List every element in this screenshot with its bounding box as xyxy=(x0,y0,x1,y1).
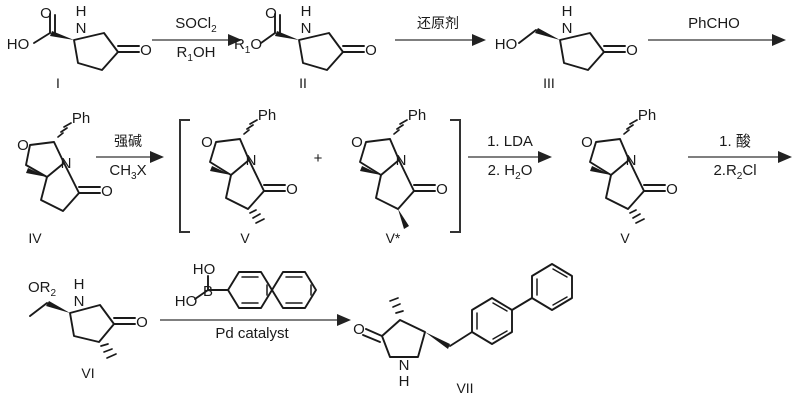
atom-B-boron: B xyxy=(203,283,213,300)
reagent-3-top: PhCHO xyxy=(688,15,740,32)
atom-N-V2: N xyxy=(396,152,407,169)
atom-O-oxazolidine-V2: O xyxy=(351,134,363,151)
reagent-1-top: SOCl2 xyxy=(175,15,217,35)
atom-O-lactam-VII: O xyxy=(353,321,365,338)
atom-H-VI: H xyxy=(74,276,85,293)
atom-N-V3: N xyxy=(626,152,637,169)
reaction-arrow-4: 强碱 CH3X xyxy=(96,134,164,182)
reagent-2-top: 还原剂 xyxy=(417,16,459,32)
atom-HO-I: HO xyxy=(7,36,30,53)
atom-O-carbonyl-II: O xyxy=(265,5,277,22)
compound-IV-structure: O N O Ph IV xyxy=(17,110,113,246)
reaction-arrow-7: HO HO B Pd catalyst xyxy=(160,261,351,342)
reagent-5-top: 1. LDA xyxy=(487,133,533,150)
atom-OR2-VI: OR2 xyxy=(28,279,57,299)
plus-sign: + xyxy=(314,150,323,167)
reagent-6-bottom: 2.R2Cl xyxy=(713,162,756,182)
atom-O-lactam-V2: O xyxy=(436,181,448,198)
compound-label-VI: VI xyxy=(81,365,94,381)
reagent-biphenylboronic-acid-structure: HO HO B xyxy=(175,261,317,310)
atom-HO-boron-top: HO xyxy=(193,261,216,278)
compound-I-structure: O HO H N O I xyxy=(7,3,152,91)
atom-O-lactam-I: O xyxy=(140,42,152,59)
atom-HO-boron-bottom: HO xyxy=(175,293,198,310)
atom-H-III: H xyxy=(562,3,573,20)
reagent-6-top: 1. 酸 xyxy=(719,133,751,150)
atom-H-VII: H xyxy=(399,373,410,390)
reagent-4-bottom: CH3X xyxy=(109,162,146,182)
reaction-arrow-1: SOCl2 R1OH xyxy=(152,15,242,64)
compound-V-star-structure: O N O Ph V* xyxy=(351,107,448,246)
bracket-right xyxy=(450,119,461,233)
atom-N-II: N xyxy=(301,20,312,37)
reagent-1-bottom: R1OH xyxy=(177,44,216,64)
atom-H-I: H xyxy=(76,3,87,20)
atom-O-lactam-III: O xyxy=(626,42,638,59)
compound-label-V-star: V* xyxy=(386,230,401,246)
reaction-arrow-3: PhCHO xyxy=(648,15,786,46)
atom-O-oxazolidine-IV: O xyxy=(17,137,29,154)
atom-O-lactam-V3: O xyxy=(666,181,678,198)
compound-VII-structure: O N H VII xyxy=(353,263,573,396)
atom-O-oxazolidine-V3: O xyxy=(581,134,593,151)
compound-V-third-structure: O N O Ph V xyxy=(581,107,678,246)
compound-V-first-structure: O N O Ph V xyxy=(201,107,298,246)
atom-O-lactam-IV: O xyxy=(101,183,113,200)
atom-O-lactam-VI: O xyxy=(136,314,148,331)
atom-O-lactam-II: O xyxy=(365,42,377,59)
atom-N-V1: N xyxy=(246,152,257,169)
atom-N-I: N xyxy=(76,20,87,37)
compound-label-I: I xyxy=(56,75,60,91)
atom-Ph-V2: Ph xyxy=(408,107,426,124)
reaction-arrow-6: 1. 酸 2.R2Cl xyxy=(688,133,792,182)
compound-VI-structure: OR2 H N O VI xyxy=(28,276,148,381)
atom-O-oxazolidine-V1: O xyxy=(201,134,213,151)
atom-N-III: N xyxy=(562,20,573,37)
compound-II-structure: O R1O H N O II xyxy=(234,3,377,91)
atom-R1O-II: R1O xyxy=(234,36,262,56)
atom-Ph-IV: Ph xyxy=(72,110,90,127)
compound-label-V-third: V xyxy=(620,230,630,246)
atom-Ph-V1: Ph xyxy=(258,107,276,124)
atom-N-VI: N xyxy=(74,293,85,310)
atom-N-IV: N xyxy=(61,155,72,172)
compound-label-V-first: V xyxy=(240,230,250,246)
bracket-left xyxy=(179,119,190,233)
atom-Ph-V3: Ph xyxy=(638,107,656,124)
atom-O-lactam-V1: O xyxy=(286,181,298,198)
atom-H-II: H xyxy=(301,3,312,20)
compound-label-IV: IV xyxy=(28,230,42,246)
atom-N-VII: N xyxy=(399,357,410,374)
compound-III-structure: HO H N O III xyxy=(495,3,638,91)
reagent-7-bottom: Pd catalyst xyxy=(215,325,289,342)
compound-label-II: II xyxy=(299,75,307,91)
reagent-4-top: 强碱 xyxy=(114,134,142,150)
atom-HO-III: HO xyxy=(495,36,518,53)
reaction-arrow-2: 还原剂 xyxy=(395,16,486,46)
reaction-arrow-5: 1. LDA 2. H2O xyxy=(468,133,552,182)
compound-label-VII: VII xyxy=(456,380,473,396)
atom-O-carbonyl-I: O xyxy=(40,5,52,22)
reagent-5-bottom: 2. H2O xyxy=(488,162,533,182)
compound-label-III: III xyxy=(543,75,555,91)
